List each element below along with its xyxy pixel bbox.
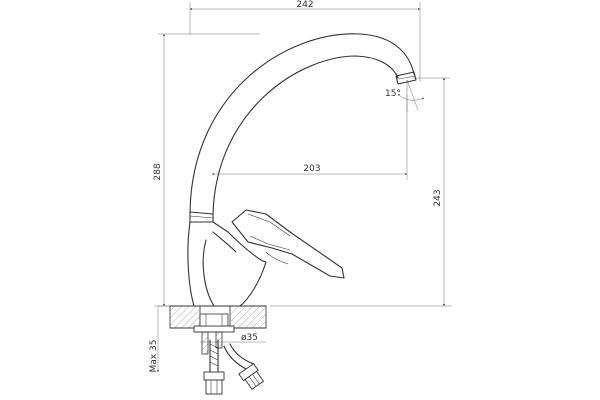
dimension-spout-reach: 203: [211, 95, 408, 180]
max-thickness-label: Max 35: [149, 340, 159, 373]
spout-angle-label: 15°: [385, 89, 401, 99]
dimension-max-thickness: Max 35: [149, 305, 170, 373]
faucet-body: [187, 211, 267, 307]
dimension-spout-angle: 15°: [385, 79, 425, 112]
supply-hoses: [201, 331, 265, 395]
overall-width-label: 242: [296, 0, 313, 10]
dimension-overall-height: 288: [153, 33, 260, 307]
dimension-hole-diameter: ø35: [200, 333, 266, 343]
dimension-spout-height: 243: [270, 77, 452, 307]
spout-height-label: 243: [433, 189, 443, 206]
hole-diameter-label: ø35: [241, 333, 258, 343]
countertop-section: [169, 305, 267, 333]
lever-handle: [231, 209, 345, 279]
dimension-overall-width: 242: [189, 0, 421, 82]
faucet-spout: [189, 33, 417, 215]
overall-height-label: 288: [153, 163, 163, 180]
spout-reach-label: 203: [303, 164, 320, 174]
